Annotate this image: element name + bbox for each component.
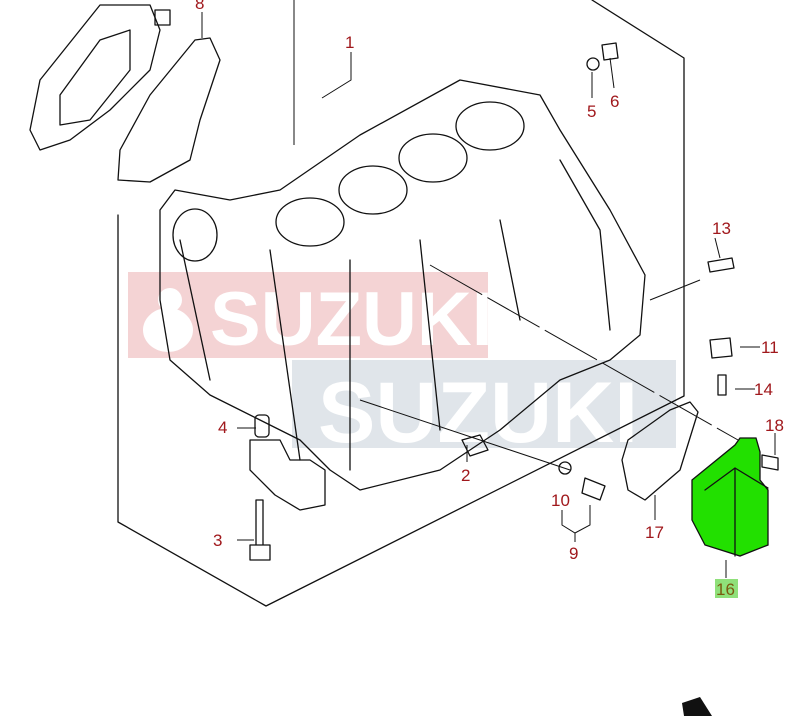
dowel-pin-4 (254, 414, 270, 438)
callout-2[interactable]: 2 (461, 466, 470, 485)
callout-8[interactable]: 8 (195, 0, 204, 13)
bracket-11 (709, 337, 733, 359)
cylinder-block-part (159, 79, 646, 491)
pin-13 (707, 257, 735, 273)
bolt-3 (249, 499, 271, 561)
callout-labels: 1 2 3 4 5 6 8 9 10 11 13 14 16 17 18 (195, 0, 784, 599)
bolt-14 (717, 374, 727, 396)
gasket-17 (621, 401, 699, 501)
assembly-frame (117, 0, 685, 607)
callout-4[interactable]: 4 (218, 418, 227, 437)
callout-11[interactable]: 11 (761, 338, 779, 357)
leader-lines (201, 12, 776, 578)
watermark-bottom-text: SUZUKI (318, 365, 638, 461)
callout-10[interactable]: 10 (551, 491, 570, 510)
callout-5[interactable]: 5 (587, 102, 596, 121)
oil-cooler-part-highlighted[interactable] (691, 437, 769, 557)
bearing-cap (249, 439, 326, 511)
callout-9[interactable]: 9 (569, 544, 578, 563)
small-parts (249, 42, 779, 561)
callout-3[interactable]: 3 (213, 531, 222, 550)
sensor-9 (581, 477, 606, 501)
timing-cover-part (29, 4, 221, 183)
callout-18[interactable]: 18 (765, 416, 784, 435)
watermark-logo: SUZUKI SUZUKI (128, 272, 676, 461)
direction-arrow-icon (682, 697, 712, 716)
callout-16-highlight (715, 579, 738, 598)
bolt-18 (761, 454, 779, 471)
callout-16[interactable]: 16 (716, 580, 735, 599)
callout-6[interactable]: 6 (610, 92, 619, 111)
callout-14[interactable]: 14 (754, 380, 773, 399)
watermark-top-text: SUZUKI (210, 277, 493, 362)
callout-1[interactable]: 1 (345, 33, 354, 52)
callout-17[interactable]: 17 (645, 523, 664, 542)
plug-2 (461, 434, 489, 457)
callout-13[interactable]: 13 (712, 219, 731, 238)
